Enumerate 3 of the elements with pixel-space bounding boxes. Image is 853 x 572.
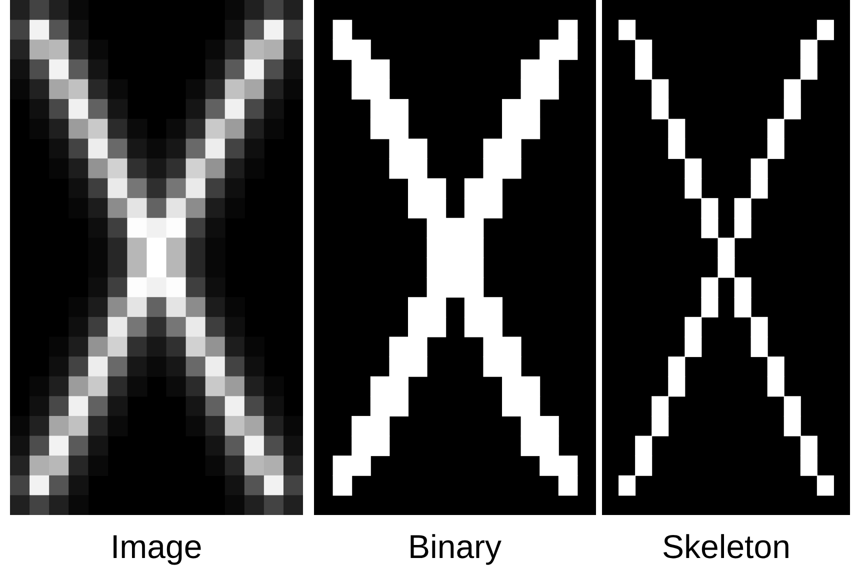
panel-caption: Skeleton: [662, 528, 790, 566]
panel-caption: Binary: [408, 528, 502, 566]
panel-caption: Image: [110, 528, 202, 566]
